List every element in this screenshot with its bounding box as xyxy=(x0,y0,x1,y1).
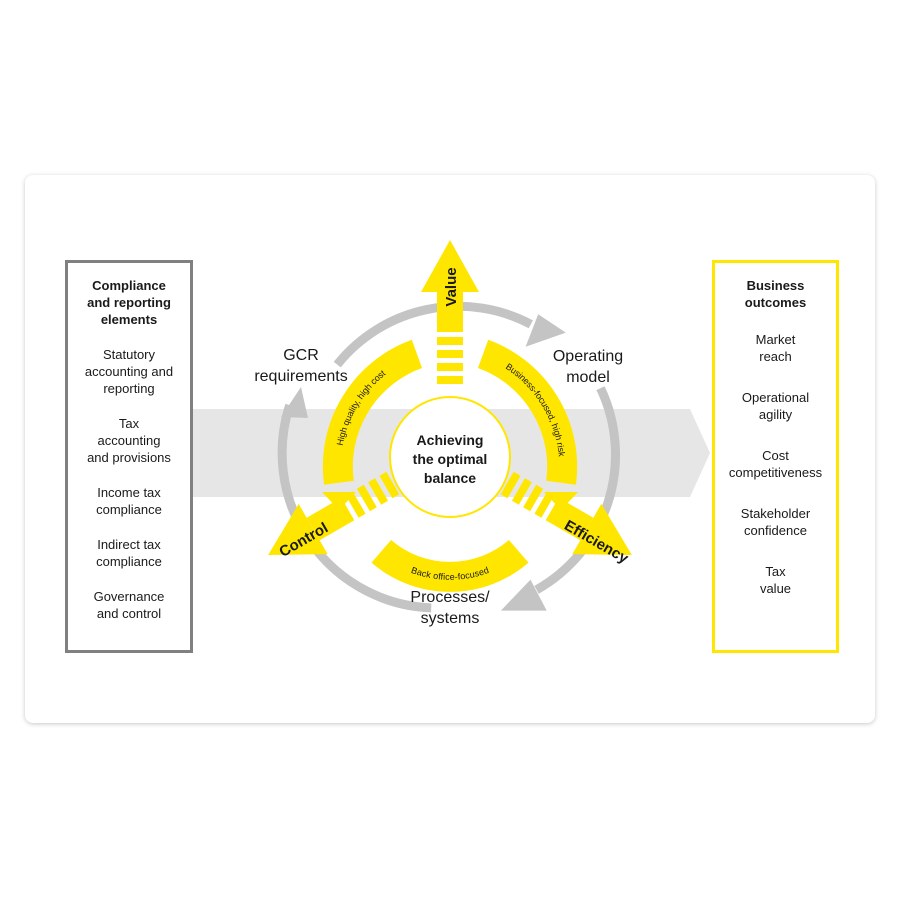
right-item-stakeholder-confidence: Stakeholder confidence xyxy=(740,506,811,538)
cycle-arrow-top xyxy=(333,301,533,368)
right-item-market-reach: Market reach xyxy=(755,332,796,364)
left-item-statutory: Statutory accounting and reporting xyxy=(84,347,174,396)
control-arrow xyxy=(268,471,400,555)
business-outcomes-box: Business outcomes Market reach Operation… xyxy=(712,260,839,653)
gcr-requirements-label: GCR requirements xyxy=(254,347,348,385)
left-item-income-tax: Income tax compliance xyxy=(96,485,162,517)
right-item-tax-value: Tax value xyxy=(759,564,792,596)
value-arrow xyxy=(421,240,479,384)
efficiency-arrow xyxy=(500,471,632,555)
value-label: Value xyxy=(443,267,460,306)
center-circle xyxy=(389,396,511,518)
business-outcomes-title: Business outcomes xyxy=(744,278,807,310)
compliance-elements-box: Compliance and reporting elements Statut… xyxy=(65,260,193,653)
cycle-arrow-right xyxy=(534,386,621,594)
band-back-office xyxy=(371,539,529,592)
compliance-elements-title: Compliance and reporting elements xyxy=(87,278,171,327)
left-item-tax-accounting: Tax accounting and provisions xyxy=(87,416,171,465)
cycle-arrowhead-top xyxy=(525,314,566,347)
processes-systems-label: Processes/ systems xyxy=(410,589,490,627)
band-business-focused xyxy=(477,339,578,485)
left-item-governance: Governance and control xyxy=(93,589,165,621)
cycle-arrowhead-right xyxy=(500,579,547,611)
right-item-operational-agility: Operational agility xyxy=(741,390,810,422)
band-high-quality xyxy=(322,339,423,485)
operating-model-label: Operating model xyxy=(552,348,624,386)
left-item-indirect-tax: Indirect tax compliance xyxy=(96,537,162,569)
center-text: Achieving the optimal balance xyxy=(412,432,488,486)
cycle-arrowhead-left xyxy=(281,387,308,418)
right-item-cost-competitiveness: Cost competitiveness xyxy=(728,448,823,480)
